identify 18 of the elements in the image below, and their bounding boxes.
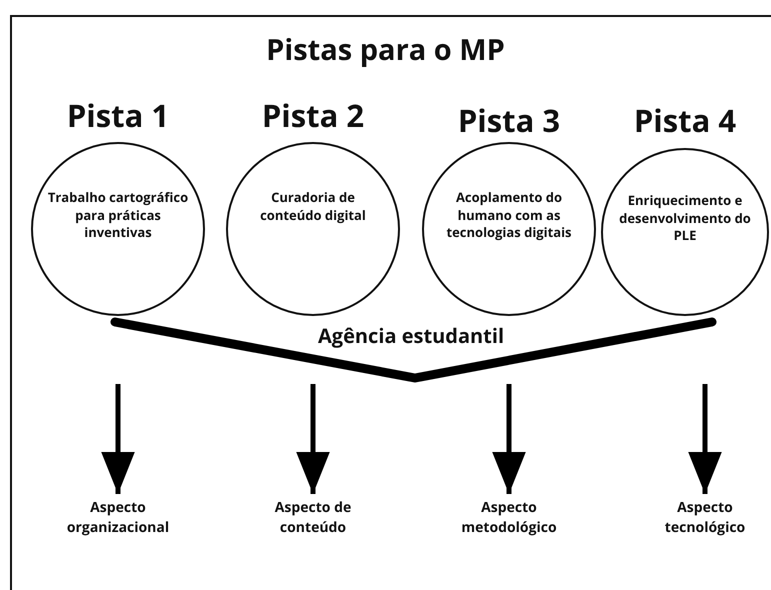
pista-heading: Pista 3 xyxy=(456,100,562,142)
bar-label: Agência estudantil xyxy=(318,322,504,349)
aspect-label: Aspecto organizacional xyxy=(66,498,170,539)
pista-heading: Pista 4 xyxy=(632,100,738,142)
circle-text: Enriquecimento e desenvolvimento do PLE xyxy=(618,192,752,245)
arrow xyxy=(101,384,135,494)
circle-text: Trabalho cartográfico para práticas inventivas xyxy=(46,189,190,242)
aspect-label: Aspecto de conteúdo xyxy=(274,498,352,539)
circle-text: Curadoria de conteúdo digital xyxy=(259,189,367,224)
pista-heading: Pista 2 xyxy=(260,95,366,137)
arrow xyxy=(296,384,330,494)
diagram-title: Pistas para o MP xyxy=(265,30,506,69)
arrow xyxy=(688,384,722,494)
arrow xyxy=(492,384,526,494)
pista-heading: Pista 1 xyxy=(66,95,170,137)
aspect-label: Aspecto metodológico xyxy=(460,498,558,539)
aspect-label: Aspecto tecnológico xyxy=(664,498,746,539)
circle-text: Acoplamento do humano com as tecnologias digitais xyxy=(445,189,573,242)
